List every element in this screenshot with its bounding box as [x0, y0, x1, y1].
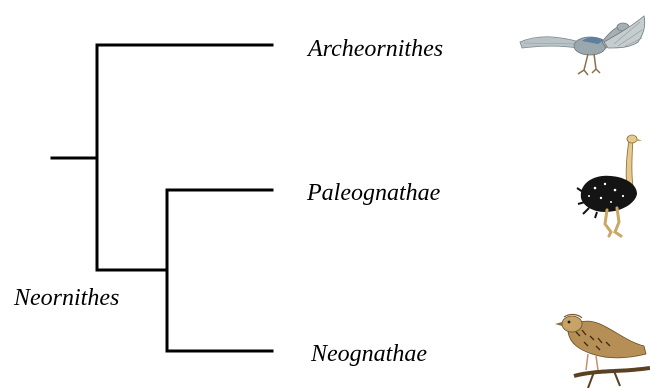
ostrich-illustration	[576, 134, 642, 238]
taxon-label-neognathae: Neognathae	[311, 341, 427, 367]
archaeopteryx-illustration	[519, 15, 646, 76]
taxon-label-archeornithes: Archeornithes	[308, 36, 444, 62]
taxon-label-paleognathae: Paleognathae	[307, 180, 441, 206]
lark-illustration	[555, 313, 650, 388]
node-label-neornithes: Neornithes	[14, 285, 120, 311]
